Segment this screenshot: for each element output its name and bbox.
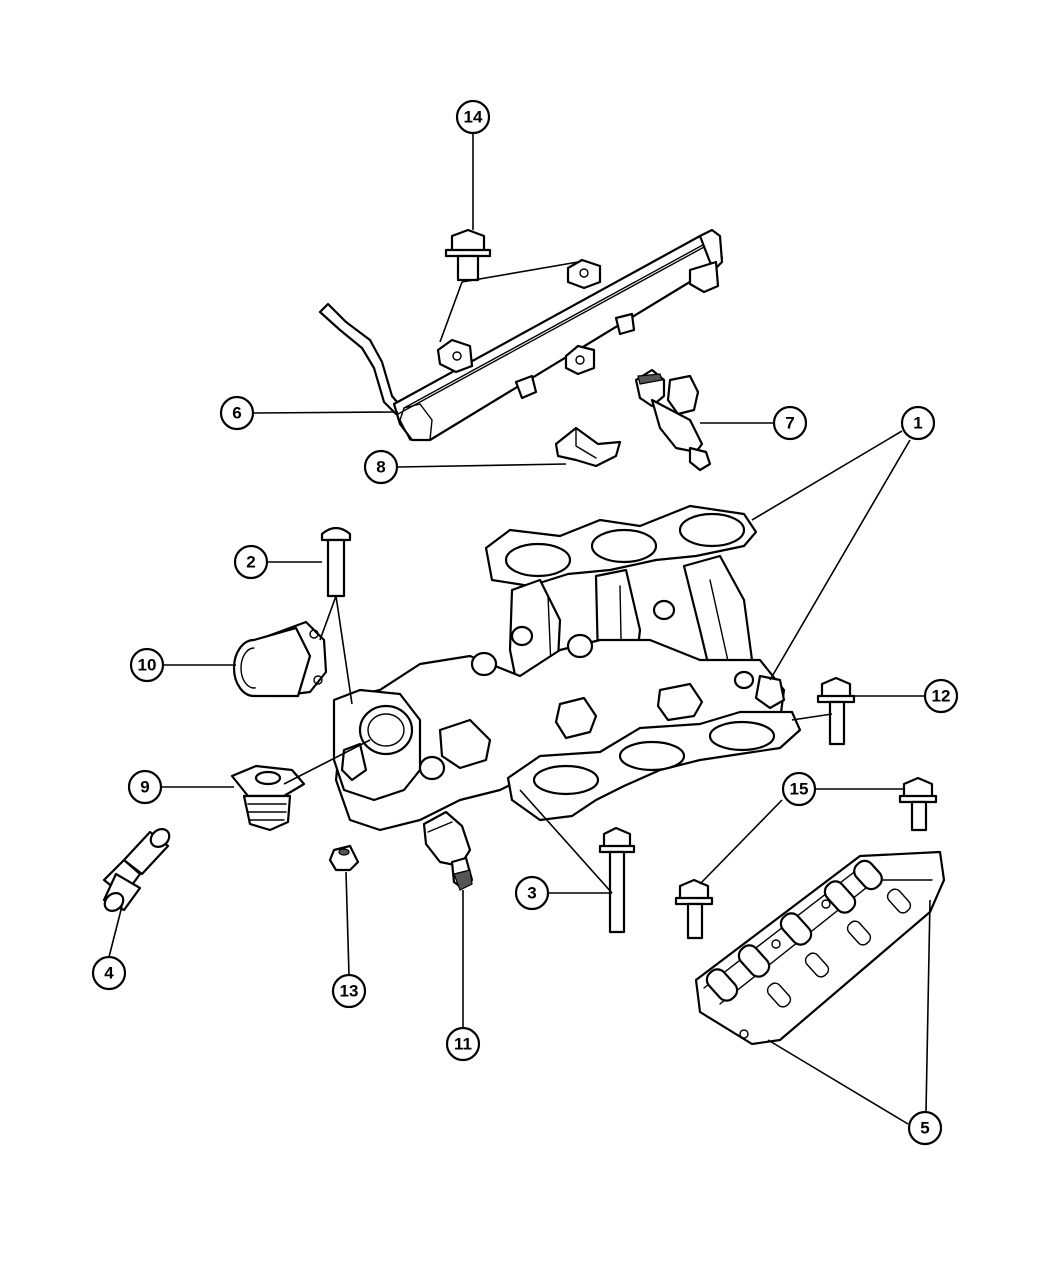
svg-text:14: 14 <box>464 108 483 127</box>
gasket-bolt-upper <box>898 776 938 832</box>
fuel-rail <box>318 228 724 442</box>
housing-bolt <box>320 526 352 598</box>
svg-text:7: 7 <box>785 414 794 433</box>
callout-8: 8 <box>363 449 399 485</box>
svg-text:5: 5 <box>920 1119 929 1138</box>
callout-4: 4 <box>91 955 127 991</box>
callout-12: 12 <box>923 678 959 714</box>
manifold-gasket <box>694 850 946 1046</box>
callout-14: 14 <box>455 99 491 135</box>
leader-lines <box>108 133 931 1125</box>
callout-13: 13 <box>331 973 367 1009</box>
svg-text:12: 12 <box>932 687 951 706</box>
callout-3: 3 <box>514 875 550 911</box>
hose-fitting <box>102 828 171 912</box>
callout-5: 5 <box>907 1110 943 1146</box>
callout-6: 6 <box>219 395 255 431</box>
plug <box>328 844 360 872</box>
svg-text:4: 4 <box>104 964 114 983</box>
svg-text:11: 11 <box>454 1035 472 1054</box>
manifold-stud-bolt <box>598 826 636 934</box>
rail-mounting-bolt <box>444 228 492 282</box>
intake-manifold <box>332 504 802 832</box>
injector-clip <box>554 426 622 468</box>
water-outlet <box>232 620 328 698</box>
callout-15: 15 <box>781 771 817 807</box>
svg-text:1: 1 <box>913 414 922 433</box>
svg-text:2: 2 <box>246 553 255 572</box>
callout-7: 7 <box>772 405 808 441</box>
fuel-injector <box>634 368 712 472</box>
callout-2: 2 <box>233 544 269 580</box>
manifold-bolt-right <box>816 676 856 746</box>
svg-text:13: 13 <box>340 982 359 1001</box>
coolant-temperature-sensor <box>422 810 474 891</box>
callout-10: 10 <box>129 647 165 683</box>
svg-text:9: 9 <box>140 778 149 797</box>
svg-text:8: 8 <box>376 458 385 477</box>
callout-9: 9 <box>127 769 163 805</box>
callout-1: 1 <box>900 405 936 441</box>
callout-11: 11 <box>445 1026 481 1062</box>
svg-text:10: 10 <box>138 656 157 675</box>
thermostat <box>230 764 306 832</box>
svg-text:15: 15 <box>790 780 809 799</box>
gasket-bolt-lower <box>674 878 714 940</box>
svg-text:3: 3 <box>527 884 536 903</box>
svg-text:6: 6 <box>232 404 241 423</box>
